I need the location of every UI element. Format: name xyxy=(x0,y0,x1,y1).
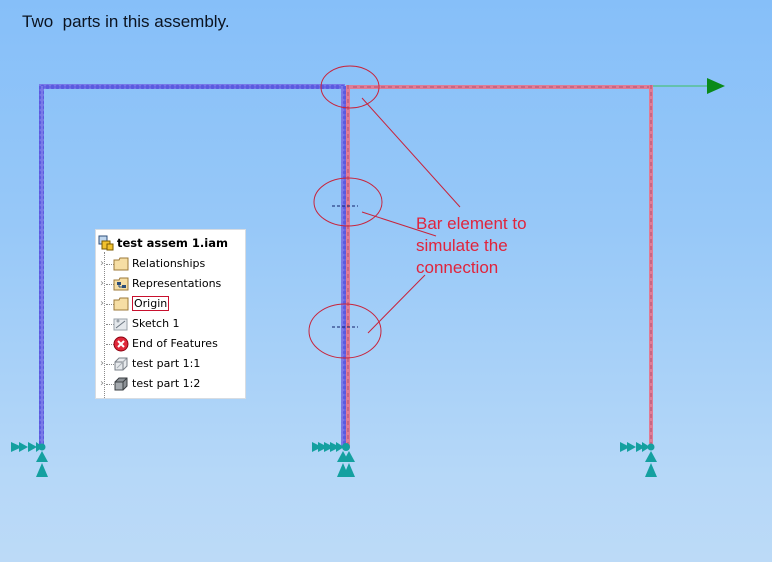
tree-connector xyxy=(106,284,114,285)
browser-node-label: Representations xyxy=(132,277,222,290)
connection-circle-middle xyxy=(313,177,383,227)
browser-node-label: test part 1:2 xyxy=(132,377,201,390)
tree-connector xyxy=(106,384,114,385)
annotation-line-3: connection xyxy=(416,258,499,277)
frame-part-2[interactable] xyxy=(346,85,653,448)
folder-icon xyxy=(113,297,129,311)
connection-circle-top xyxy=(320,65,380,109)
browser-node-label: Origin xyxy=(132,296,170,311)
tree-connector xyxy=(106,344,114,345)
support-middle xyxy=(312,442,355,477)
tree-connector xyxy=(106,324,114,325)
assembly-icon xyxy=(98,235,114,251)
expand-chevron-icon[interactable]: › xyxy=(100,298,104,309)
expand-chevron-icon[interactable]: › xyxy=(100,258,104,269)
browser-node-label: Relationships xyxy=(132,257,206,270)
browser-node-label: Sketch 1 xyxy=(132,317,180,330)
expand-chevron-icon[interactable]: › xyxy=(100,278,104,289)
sketch-icon xyxy=(113,318,128,331)
support-left xyxy=(11,442,48,477)
annotation-callouts xyxy=(308,65,461,359)
tree-connector xyxy=(106,364,114,365)
support-right xyxy=(620,442,657,477)
connection-circle-bottom xyxy=(308,303,382,359)
browser-node-test-part-1-1[interactable]: › test part 1:1 xyxy=(96,354,245,374)
x-axis-arrow-icon xyxy=(653,78,725,94)
browser-node-sketch[interactable]: Sketch 1 xyxy=(96,314,245,334)
tree-connector xyxy=(106,304,114,305)
representations-icon xyxy=(113,277,129,291)
browser-node-relationships[interactable]: › Relationships xyxy=(96,254,245,274)
tree-guide-line xyxy=(104,252,105,398)
part-transparent-icon xyxy=(114,357,128,371)
browser-node-test-part-1-2[interactable]: › test part 1:2 xyxy=(96,374,245,394)
browser-node-representations[interactable]: › Representations xyxy=(96,274,245,294)
bar-element-markers xyxy=(332,205,358,328)
browser-root-label: test assem 1.iam xyxy=(117,236,228,250)
annotation-line-2: simulate the xyxy=(416,236,508,255)
browser-node-label: End of Features xyxy=(132,337,218,350)
end-of-features-icon xyxy=(113,336,129,352)
part-solid-icon xyxy=(114,377,128,391)
expand-chevron-icon[interactable]: › xyxy=(100,358,104,369)
browser-node-end-of-features[interactable]: End of Features xyxy=(96,334,245,354)
browser-node-label: test part 1:1 xyxy=(132,357,201,370)
model-browser-panel[interactable]: test assem 1.iam › Relationships › Repre… xyxy=(95,229,246,399)
browser-root-assembly[interactable]: test assem 1.iam xyxy=(98,234,228,252)
folder-icon xyxy=(113,257,129,271)
expand-chevron-icon[interactable]: › xyxy=(100,378,104,389)
annotation-text: Bar element to simulate the connection xyxy=(416,213,527,279)
tree-connector xyxy=(106,264,114,265)
browser-node-origin[interactable]: › Origin xyxy=(96,294,245,314)
frame-part-1[interactable] xyxy=(39,84,346,448)
annotation-line-1: Bar element to xyxy=(416,214,527,233)
page-title: Two parts in this assembly. xyxy=(22,12,230,31)
